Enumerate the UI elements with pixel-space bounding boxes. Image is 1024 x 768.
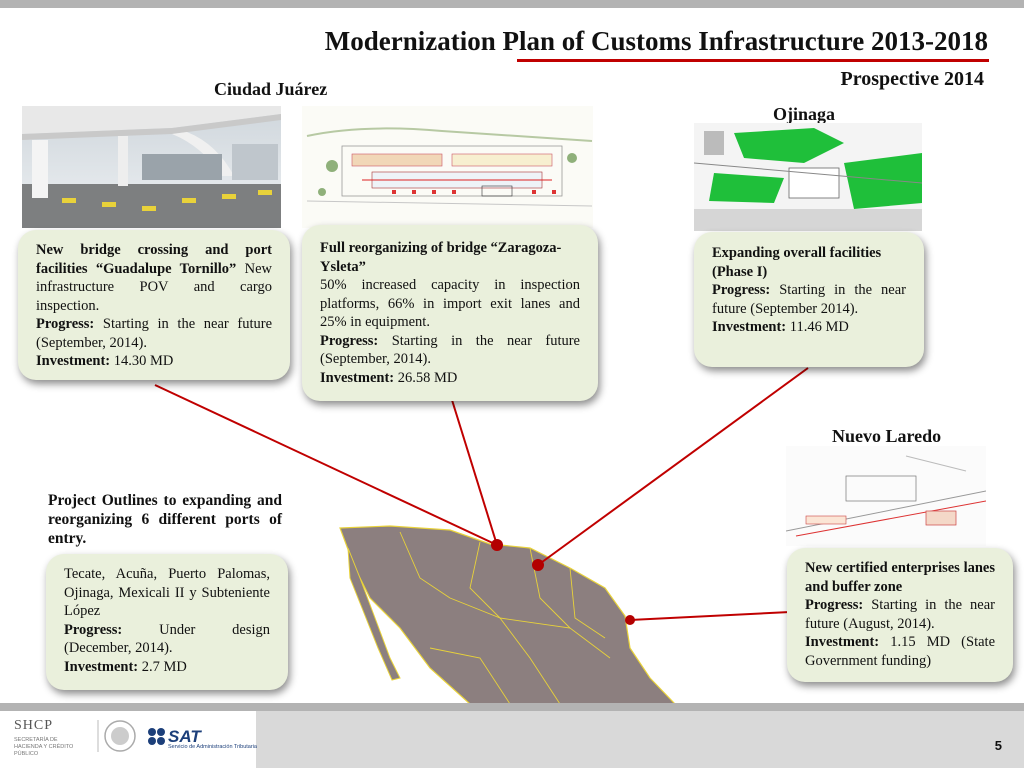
page-number: 5 bbox=[994, 738, 1002, 753]
investment-label: Investment: bbox=[64, 658, 139, 675]
label-ciudad-juarez: Ciudad Juárez bbox=[214, 79, 328, 99]
card-title: Expanding overall facilities (Phase I) bbox=[712, 245, 882, 280]
marker-ciudad-juarez bbox=[491, 539, 503, 551]
investment-label: Investment: bbox=[36, 353, 111, 369]
page-title: Modernization Plan of Customs Infrastruc… bbox=[324, 26, 988, 56]
card-other-ports: Tecate, Acuña, Puerto Palomas, Ojinaga, … bbox=[46, 554, 288, 690]
shcp-logo-caption: SECRETARÍA DE HACIENDA Y CRÉDITO PÚBLICO bbox=[14, 737, 74, 757]
progress-label: Progress: bbox=[805, 597, 864, 613]
progress-value: Starting in the near future (August, 201… bbox=[805, 597, 995, 632]
footer-band bbox=[256, 711, 1024, 768]
investment-value: 2.7 MD bbox=[141, 658, 187, 675]
coat-of-arms-icon bbox=[97, 720, 136, 752]
progress-value: Starting in the near future (September 2… bbox=[712, 282, 906, 317]
zaragoza-plan-image bbox=[302, 106, 593, 228]
bottom-bar bbox=[0, 703, 1024, 711]
progress-value: Starting in the near future (September, … bbox=[36, 316, 273, 351]
investment-value: 26.58 MD bbox=[397, 369, 458, 386]
progress-label: Progress: bbox=[36, 316, 95, 332]
mexico-map bbox=[330, 508, 694, 704]
card-title: Full reorganizing of bridge “Zaragoza-Ys… bbox=[320, 240, 562, 275]
investment-value: 11.46 MD bbox=[789, 319, 849, 335]
progress-value: Under design (December, 2014). bbox=[64, 621, 271, 657]
card-nuevo-laredo: New certified enterprises lanes and buff… bbox=[787, 548, 1013, 682]
top-bar bbox=[0, 0, 1024, 8]
sat-dots-icon bbox=[148, 728, 165, 745]
ojinaga-plan-image bbox=[694, 123, 922, 231]
progress-label: Progress: bbox=[64, 621, 123, 638]
card-description: New infrastructure POV and cargo inspect… bbox=[36, 260, 273, 314]
investment-label: Investment: bbox=[805, 634, 880, 650]
marker-ojinaga bbox=[532, 559, 544, 571]
card-title: New bridge crossing and port facilities … bbox=[36, 242, 272, 277]
nuevo-laredo-plan-image bbox=[786, 446, 986, 546]
progress-label: Progress: bbox=[712, 282, 771, 298]
card-description: 50% increased capacity in inspection pla… bbox=[320, 277, 580, 330]
title-underline bbox=[517, 59, 989, 62]
investment-label: Investment: bbox=[320, 369, 395, 386]
card-title: New certified enterprises lanes and buff… bbox=[805, 560, 995, 595]
card-ojinaga: Expanding overall facilities (Phase I) P… bbox=[694, 232, 924, 367]
label-ojinaga: Ojinaga bbox=[773, 104, 836, 124]
marker-nuevo-laredo bbox=[625, 615, 635, 625]
shcp-logo: SHCP bbox=[14, 718, 54, 733]
investment-value: 14.30 MD bbox=[113, 353, 174, 369]
sat-logo-caption: Servicio de Administración Tributaria bbox=[168, 744, 257, 750]
page-subtitle: Prospective 2014 bbox=[840, 68, 985, 90]
project-outline: Project Outlines to expanding and reorga… bbox=[48, 492, 282, 547]
progress-label: Progress: bbox=[320, 332, 379, 349]
card-guadalupe-tornillo: New bridge crossing and port facilities … bbox=[18, 230, 290, 380]
investment-value: 1.15 MD (State Government funding) bbox=[805, 634, 995, 669]
port-render-image bbox=[22, 106, 281, 228]
investment-label: Investment: bbox=[712, 319, 787, 335]
progress-value: Starting in the near future (September, … bbox=[320, 332, 580, 368]
card-zaragoza-ysleta: Full reorganizing of bridge “Zaragoza-Ys… bbox=[302, 225, 598, 401]
card-description: Tecate, Acuña, Puerto Palomas, Ojinaga, … bbox=[64, 566, 270, 619]
label-nuevo-laredo: Nuevo Laredo bbox=[832, 426, 942, 446]
sat-logo: SAT bbox=[168, 727, 201, 746]
